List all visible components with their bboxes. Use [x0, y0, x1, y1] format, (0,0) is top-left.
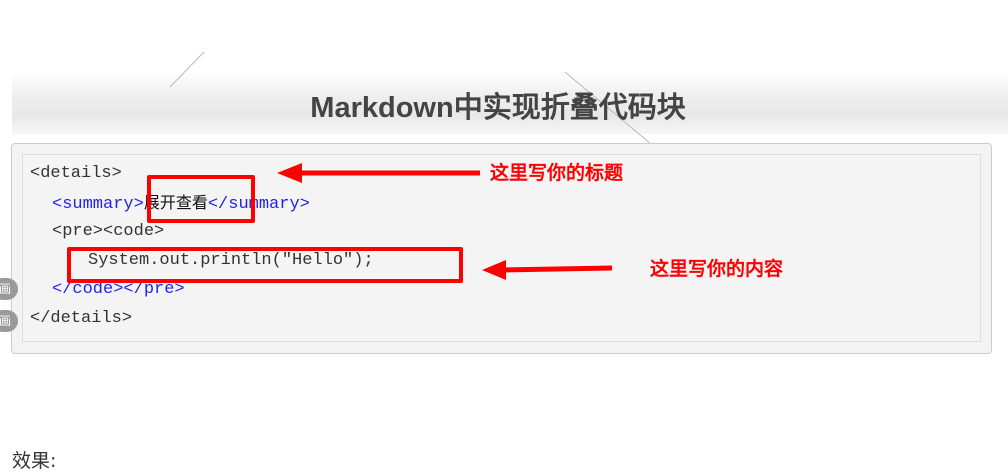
title-highlight-box	[147, 175, 255, 223]
summary-open-tag: <summary>	[52, 195, 144, 214]
summary-text: 展开查看	[143, 193, 208, 212]
code-line-6: </details>	[30, 309, 133, 328]
header-banner	[12, 72, 1008, 134]
title-note: 这里写你的标题	[490, 162, 624, 184]
side-badge-2[interactable]: 画	[0, 310, 18, 332]
page-title: Markdown中实现折叠代码块	[310, 92, 686, 124]
code-line-1: <details>	[30, 164, 122, 183]
code-line-5: </code></pre>	[52, 280, 185, 299]
content-note: 这里写你的内容	[650, 258, 784, 280]
code-line-4: System.out.println("Hello");	[88, 251, 374, 270]
code-line-2: <summary>展开查看</summary>	[52, 193, 310, 215]
arrow-head-icon	[482, 260, 506, 280]
content-highlight-box	[67, 247, 463, 283]
summary-close-tag: </summary>	[207, 195, 310, 214]
arrow-head-icon	[277, 163, 302, 183]
side-badge-1[interactable]: 画	[0, 278, 18, 300]
arrow-to-content	[499, 265, 613, 273]
pre-code-open: <pre><code>	[52, 222, 165, 241]
result-label: 效果:	[12, 450, 57, 472]
code-line-3: <pre><code>	[52, 222, 164, 242]
